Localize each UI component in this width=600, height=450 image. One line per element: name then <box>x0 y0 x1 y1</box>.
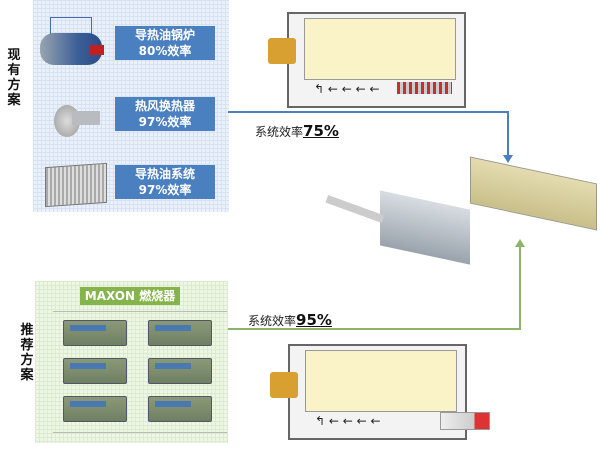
maxon-burner-icon <box>440 412 490 430</box>
burner-unit-image <box>148 358 212 384</box>
current-burner-icon <box>268 38 296 64</box>
heat-exchanger-image <box>52 97 102 145</box>
current-plan-label: 现有方案 <box>7 48 21 108</box>
boiler-image <box>40 15 110 70</box>
recommended-plan-label: 推荐方案 <box>20 323 34 383</box>
current-system-efficiency: 系统效率75% <box>255 122 339 140</box>
burner-grid <box>53 311 227 433</box>
burner-unit-image <box>148 396 212 422</box>
recommended-system-efficiency: 系统效率95% <box>248 311 332 329</box>
textile-machine-image <box>320 156 600 280</box>
current-plan-arrow <box>228 111 509 158</box>
recommended-furnace-diagram: ↰ ← ← ← ← <box>288 344 467 440</box>
burner-unit-image <box>63 320 127 346</box>
recommended-plan-arrow <box>228 244 521 330</box>
maxon-burner-title: MAXON 燃烧器 <box>80 287 180 305</box>
burner-unit-image <box>63 396 127 422</box>
recommended-burner-icon <box>270 372 298 398</box>
burner-unit-image <box>63 358 127 384</box>
burner-unit-image <box>148 320 212 346</box>
